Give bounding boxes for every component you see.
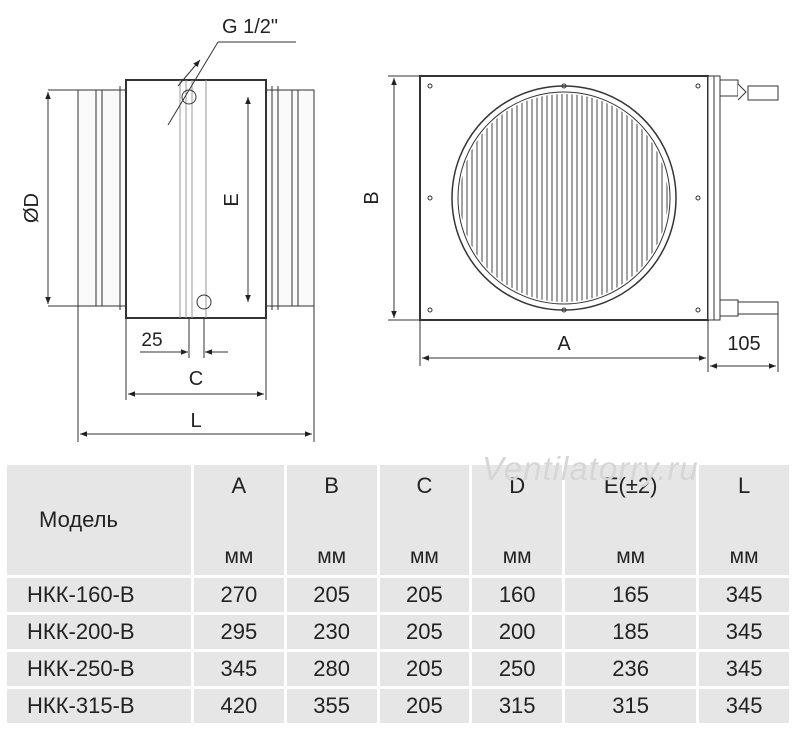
value-cell: 295 xyxy=(194,615,284,649)
table-row: НКК-315-В 420 355 205 315 315 345 xyxy=(7,689,789,723)
model-cell: НКК-315-В xyxy=(7,689,191,723)
value-cell: 345 xyxy=(194,652,284,686)
offset-label: 25 xyxy=(141,330,162,351)
thread-label: G 1/2" xyxy=(222,16,278,38)
column-header: E(±2)мм xyxy=(565,465,697,575)
value-cell: 205 xyxy=(379,652,470,686)
model-cell: НКК-160-В xyxy=(7,578,191,612)
table-row: НКК-160-В 270 205 205 160 165 345 xyxy=(7,578,789,612)
value-cell: 420 xyxy=(194,689,284,723)
value-cell: 205 xyxy=(379,615,470,649)
a-label: A xyxy=(557,333,571,355)
value-cell: 355 xyxy=(286,689,377,723)
value-cell: 345 xyxy=(699,615,789,649)
model-cell: НКК-200-В xyxy=(7,615,191,649)
value-cell: 236 xyxy=(565,652,697,686)
e-label: E xyxy=(221,193,243,206)
diameter-label: ØD xyxy=(21,193,43,223)
table-row: НКК-250-В 345 280 205 250 236 345 xyxy=(7,652,789,686)
value-cell: 345 xyxy=(699,689,789,723)
value-cell: 230 xyxy=(286,615,377,649)
value-cell: 165 xyxy=(565,578,697,612)
model-cell: НКК-250-В xyxy=(7,652,191,686)
grille-fins xyxy=(461,94,668,302)
value-cell: 315 xyxy=(472,689,563,723)
front-view-dimensions xyxy=(388,75,779,372)
l-label: L xyxy=(190,410,201,432)
watermark: Ventilatorry.ru xyxy=(482,450,699,487)
value-cell: 280 xyxy=(286,652,377,686)
model-header: Модель xyxy=(7,465,191,575)
value-cell: 205 xyxy=(286,578,377,612)
value-cell: 270 xyxy=(194,578,284,612)
value-cell: 185 xyxy=(565,615,697,649)
c-label: C xyxy=(189,368,203,390)
value-cell: 200 xyxy=(472,615,563,649)
value-cell: 345 xyxy=(699,652,789,686)
pipe-length-label: 105 xyxy=(727,333,760,355)
outlet-connection-icon xyxy=(196,294,212,310)
table-row: НКК-200-В 295 230 205 200 185 345 xyxy=(7,615,789,649)
value-cell: 160 xyxy=(472,578,563,612)
value-cell: 315 xyxy=(565,689,697,723)
b-label: B xyxy=(361,191,383,204)
value-cell: 250 xyxy=(472,652,563,686)
side-view xyxy=(77,41,315,319)
value-cell: 205 xyxy=(379,578,470,612)
value-cell: 345 xyxy=(699,578,789,612)
value-cell: 205 xyxy=(379,689,470,723)
side-view-dimensions xyxy=(45,89,315,442)
front-view xyxy=(419,75,779,321)
technical-drawing: G 1/2" ØD E 25 C L xyxy=(21,16,779,442)
